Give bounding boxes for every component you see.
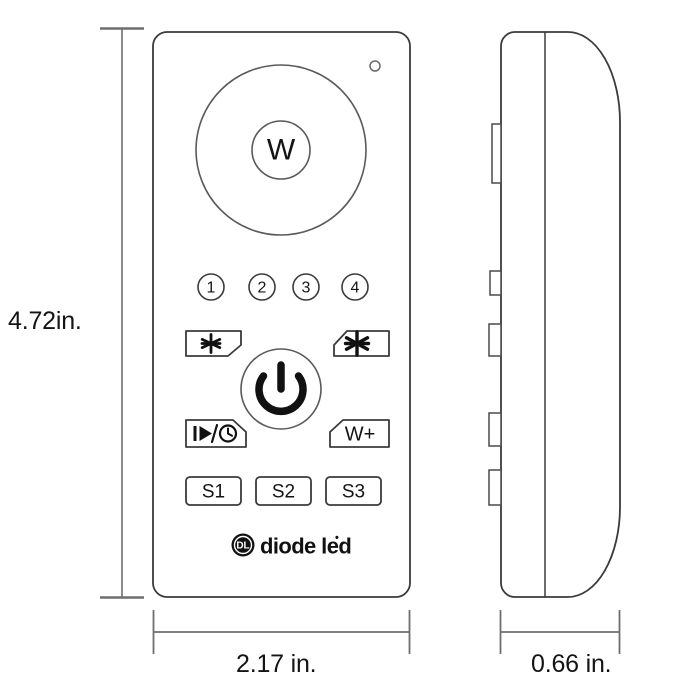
- dimension-height: [100, 27, 144, 599]
- side-button-zone: [489, 270, 502, 296]
- play-clock-icon: [193, 423, 238, 444]
- remote-body-side: [500, 31, 621, 598]
- led-indicator-dot: [369, 60, 381, 72]
- scene-button-s2[interactable]: S2: [255, 476, 312, 506]
- height-dimension-label: 4.72in.: [8, 307, 82, 335]
- zone-button-3-label: 3: [302, 280, 311, 297]
- play-timer-button[interactable]: [185, 419, 247, 448]
- dim-up-button[interactable]: [333, 330, 390, 357]
- scene-button-s2-label: S2: [272, 482, 295, 503]
- dl-monogram-label: DL: [236, 541, 249, 552]
- side-width-dimension-label: 0.66 in.: [531, 650, 612, 678]
- scene-button-s1-label: S1: [202, 482, 225, 503]
- side-button-scene: [488, 469, 502, 506]
- scene-button-s1-shape[interactable]: [185, 476, 242, 506]
- dimension-width-side: [499, 610, 621, 654]
- dl-monogram-icon: DL: [231, 533, 255, 557]
- play-triangle: [199, 426, 212, 441]
- zone-button-1-circle[interactable]: [197, 273, 225, 301]
- zone-button-1[interactable]: 1: [197, 273, 225, 301]
- zone-button-3[interactable]: 3: [292, 273, 320, 301]
- clock-hand-hour: [227, 432, 233, 437]
- zone-button-4-label: 4: [351, 280, 360, 297]
- white-plus-button[interactable]: W+: [329, 419, 390, 448]
- scene-button-s2-shape[interactable]: [255, 476, 312, 506]
- scene-button-group: S1 S2 S3: [185, 476, 382, 506]
- side-view: [488, 31, 621, 598]
- zone-button-4[interactable]: 4: [341, 273, 369, 301]
- brand-name: diode led: [260, 534, 351, 559]
- play-bar: [193, 426, 197, 441]
- color-wheel-center-button[interactable]: [251, 120, 311, 180]
- zone-button-2[interactable]: 2: [248, 273, 276, 301]
- power-icon: [255, 361, 307, 416]
- dimension-width-front: [152, 610, 411, 654]
- scene-button-s3[interactable]: S3: [325, 476, 382, 506]
- scene-button-s1[interactable]: S1: [185, 476, 242, 506]
- side-button-brightness: [488, 323, 502, 357]
- color-wheel-center-label: W: [267, 134, 296, 167]
- zone-button-group: 1 2 3 4: [197, 273, 369, 301]
- side-button-mode: [488, 412, 502, 447]
- zone-button-1-label: 1: [207, 280, 216, 297]
- front-width-dimension-label: 2.17 in.: [236, 650, 317, 678]
- zone-button-4-circle[interactable]: [341, 273, 369, 301]
- zone-button-3-circle[interactable]: [292, 273, 320, 301]
- dim-down-button[interactable]: [185, 330, 242, 357]
- slash-divider: [210, 423, 219, 444]
- asterisk-large-icon: [343, 330, 371, 357]
- brand-logo: DL diode led •: [231, 532, 352, 559]
- dl-monogram-inner-ring: [233, 535, 253, 555]
- white-plus-button-label: W+: [345, 424, 376, 446]
- scene-button-s3-shape[interactable]: [325, 476, 382, 506]
- scene-button-s3-label: S3: [342, 482, 365, 503]
- zone-button-2-label: 2: [258, 280, 267, 297]
- front-view: W 1 2 3 4: [152, 31, 411, 598]
- brand-trademark: •: [335, 532, 339, 544]
- side-button-wheel: [491, 123, 502, 184]
- zone-button-2-circle[interactable]: [248, 273, 276, 301]
- white-plus-button-shape[interactable]: [329, 419, 390, 448]
- clock-circle: [218, 424, 238, 443]
- power-button[interactable]: [240, 348, 322, 430]
- asterisk-small-icon: [200, 333, 222, 354]
